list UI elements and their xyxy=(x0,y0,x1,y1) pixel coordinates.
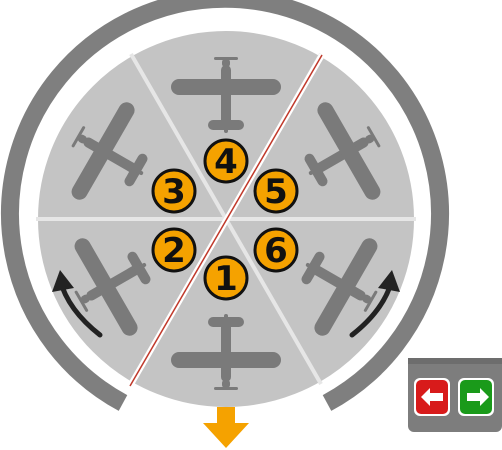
badge-2: 2 xyxy=(153,229,195,271)
rotate-left-button[interactable] xyxy=(414,378,450,416)
badge-4: 4 xyxy=(205,140,247,182)
output-arrow-icon xyxy=(203,407,249,448)
svg-text:4: 4 xyxy=(214,142,238,182)
control-panel xyxy=(408,358,502,432)
badge-1: 1 xyxy=(205,257,247,299)
badge-3: 3 xyxy=(153,170,195,212)
badge-6: 6 xyxy=(255,229,297,271)
badge-5: 5 xyxy=(255,170,297,212)
svg-text:1: 1 xyxy=(214,259,238,299)
svg-text:6: 6 xyxy=(264,231,288,271)
svg-text:5: 5 xyxy=(264,172,288,212)
svg-text:3: 3 xyxy=(162,172,186,212)
rotate-right-button[interactable] xyxy=(458,378,494,416)
svg-text:2: 2 xyxy=(162,231,186,271)
